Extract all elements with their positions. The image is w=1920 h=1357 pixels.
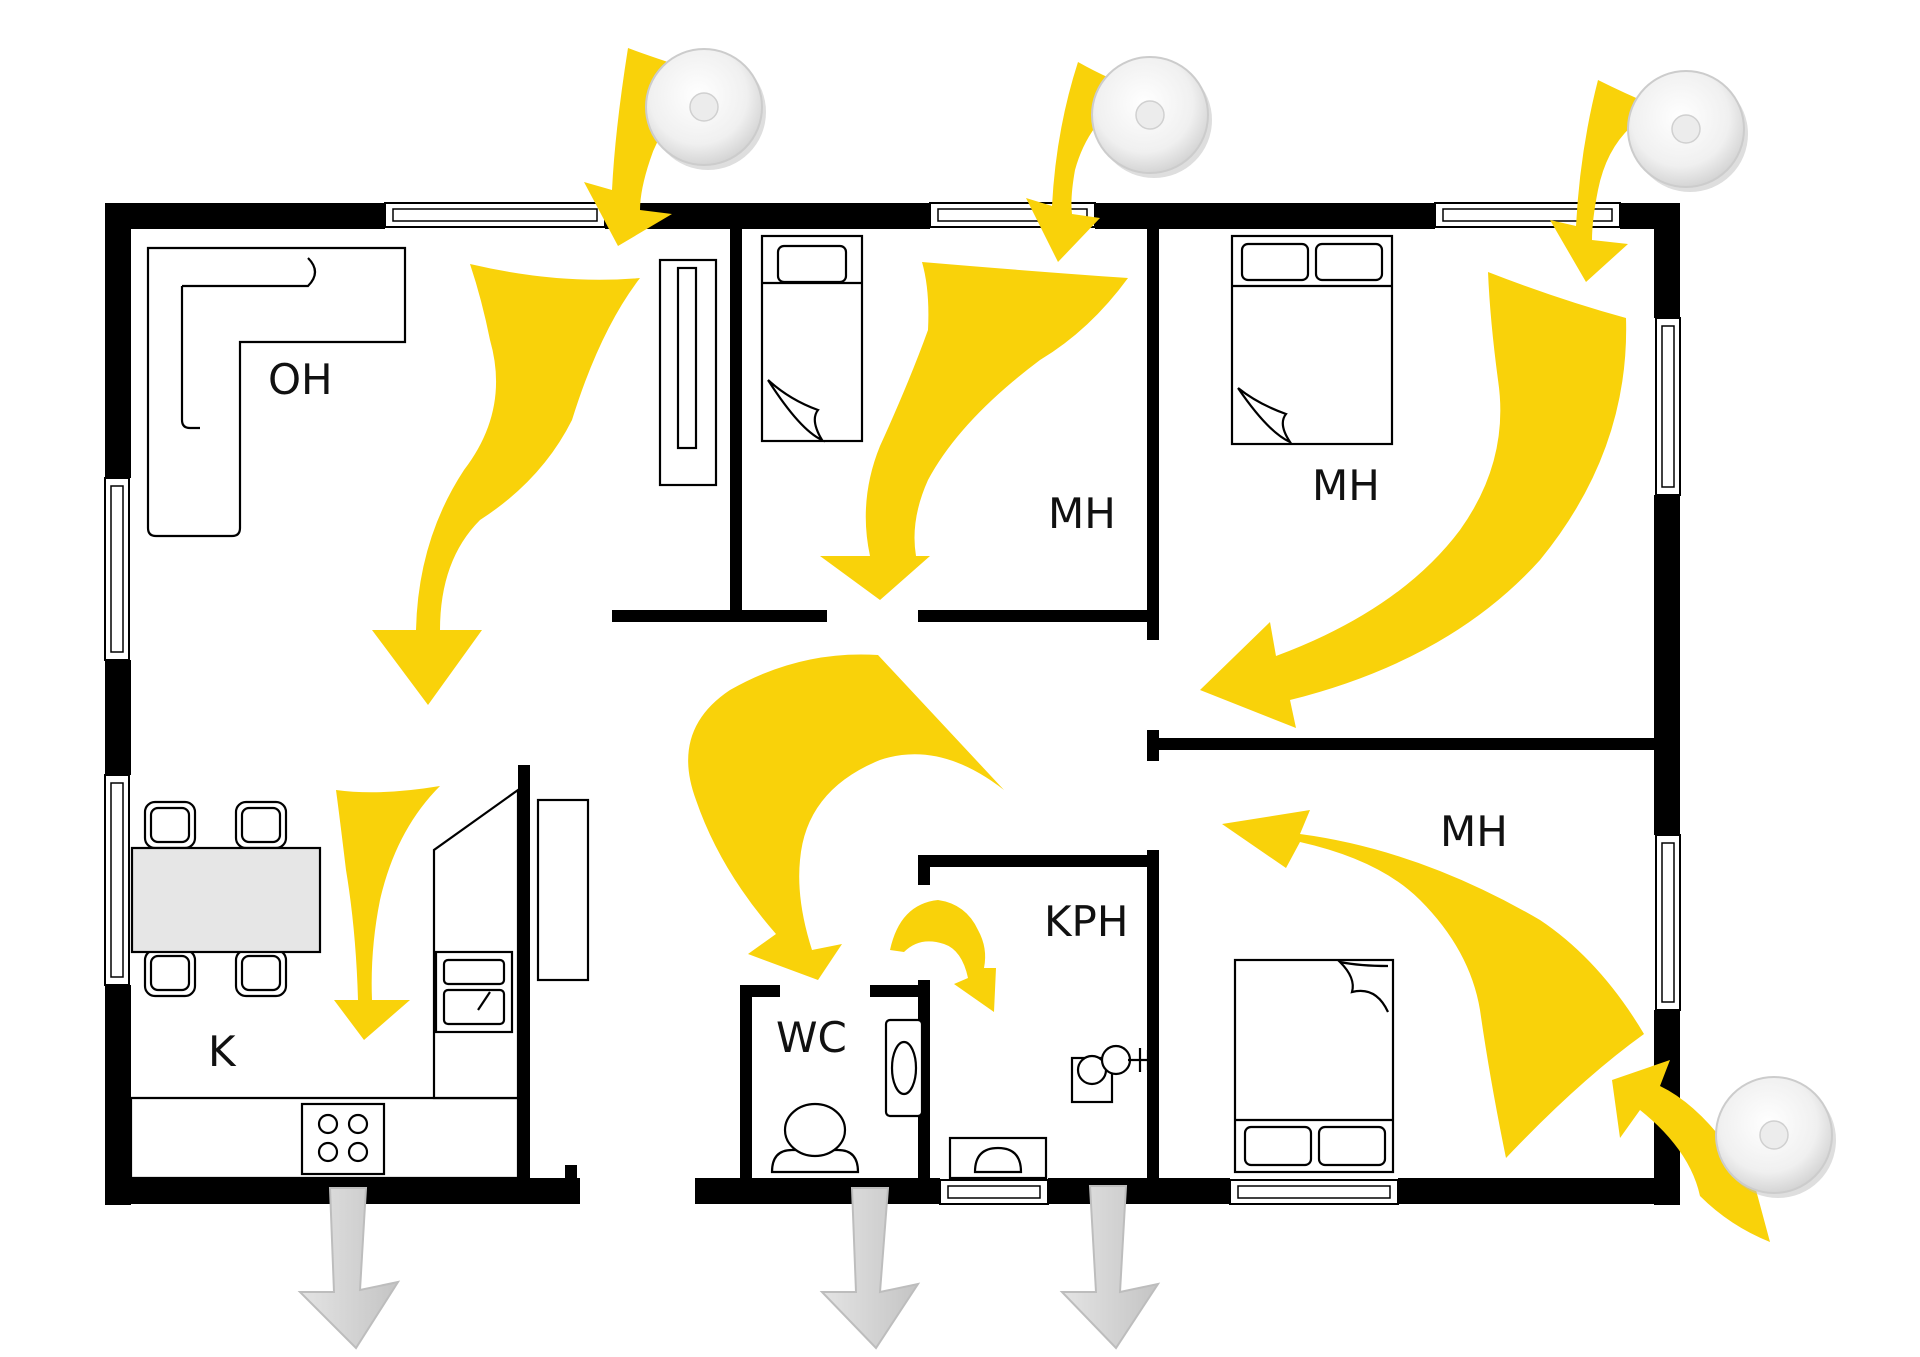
room-label-bedroom-bottom-right: MH [1440, 807, 1508, 856]
exhaust-air-arrow-icon [1059, 1185, 1161, 1350]
room-label-kitchen: K [208, 1027, 237, 1076]
room-labels: OH MH MH MH K WC KPH [208, 355, 1508, 1076]
supply-air-arrow-icon [890, 900, 996, 1012]
kitchen-counters [129, 787, 590, 1180]
supply-air-arrow-icon [820, 262, 1128, 600]
diffusers [645, 48, 1836, 1198]
supply-air-arrow-icon [1200, 272, 1627, 728]
room-label-bathroom: KPH [1044, 897, 1128, 946]
toilet-fixtures [770, 1018, 924, 1174]
room-label-toilet: WC [776, 1013, 847, 1062]
window-top-living [384, 202, 606, 228]
dining-table [130, 846, 322, 954]
stove [300, 1102, 386, 1176]
supply-air-arrow-icon [1026, 62, 1140, 262]
dining-set [130, 800, 322, 998]
exhaust-air-flows [297, 1185, 1161, 1350]
window-left-kitchen [104, 774, 130, 986]
ceiling-diffuser-icon [1627, 70, 1748, 192]
double-bed-bottom [1233, 958, 1395, 1174]
exhaust-air-arrow-icon [819, 1187, 921, 1350]
window-right-bottom [1655, 834, 1681, 1011]
room-label-bedroom-top-right: MH [1312, 461, 1380, 510]
furniture [129, 234, 1395, 1180]
supply-air-flows [334, 48, 1770, 1242]
supply-air-arrow-icon [688, 654, 1004, 980]
ceiling-diffuser-icon [1715, 1076, 1836, 1198]
supply-air-arrow-icon [1550, 80, 1660, 282]
ceiling-diffuser-icon [1091, 56, 1212, 178]
sofa [146, 246, 407, 538]
supply-air-arrow-icon [334, 786, 440, 1040]
fridge [536, 798, 590, 982]
window-bottom-bedroom [1229, 1179, 1399, 1205]
window-right-top [1655, 317, 1681, 496]
window-bottom-bathroom [939, 1179, 1049, 1205]
bathroom-fixtures [948, 1044, 1150, 1180]
exhaust-air-arrow-icon [297, 1187, 401, 1350]
supply-air-arrow-icon [372, 264, 640, 705]
walls [105, 203, 1680, 1205]
single-bed [760, 234, 864, 443]
double-bed-top [1230, 234, 1394, 446]
room-label-bedroom-small: MH [1048, 489, 1116, 538]
ceiling-diffuser-icon [645, 48, 766, 170]
room-label-living: OH [268, 355, 333, 404]
sofa-backrest [180, 257, 317, 430]
supply-air-arrow-icon [1222, 810, 1644, 1158]
supply-air-arrow-icon [1612, 1060, 1770, 1242]
window-left-living [104, 477, 130, 661]
